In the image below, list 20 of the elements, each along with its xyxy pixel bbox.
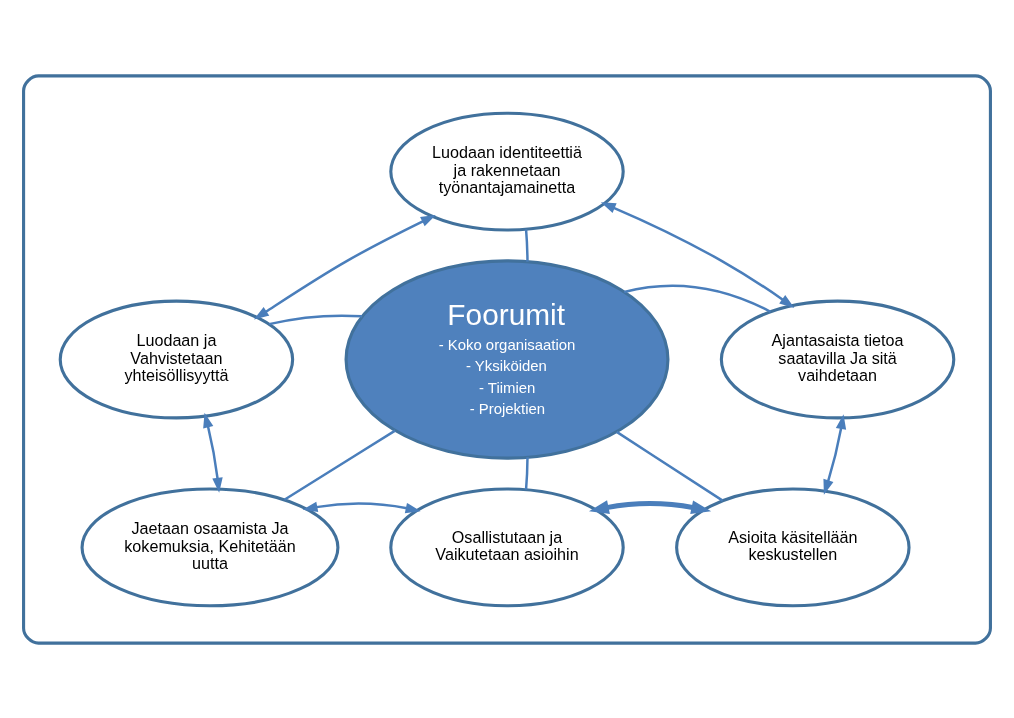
node-ellipse: Osallistutaan ja Vaikutetaan asioihin xyxy=(389,486,625,607)
cluster xyxy=(22,73,992,645)
connector xyxy=(283,429,396,501)
arrow xyxy=(588,499,712,514)
arrow xyxy=(823,413,847,495)
arrow xyxy=(600,201,795,308)
node-ellipse: Ajantasaista tietoa saatavilla Ja sitä vaihdetaan xyxy=(719,299,956,419)
connector xyxy=(623,284,772,313)
connector xyxy=(268,313,363,325)
connector xyxy=(524,228,529,262)
arrow xyxy=(302,501,421,513)
node-ellipse: Luodaan identiteettiä ja rakennetaan työnantajamainetta xyxy=(389,111,625,232)
connector xyxy=(616,430,724,502)
node-ellipse: Asioita käsitellään keskustellen xyxy=(675,486,911,607)
arrow xyxy=(203,412,223,493)
arrow xyxy=(253,214,436,319)
node-ellipse: Jaetaan osaamista Ja kokemuksia, Kehitetään uutta xyxy=(80,486,340,607)
connector xyxy=(524,456,529,490)
node-ellipse: Luodaan ja Vahvistetaan yhteisöllisyyttä xyxy=(58,299,295,419)
node-ellipse: Foorumit - Koko organisaation - Yksiköiden - Tiimien - Projektien xyxy=(344,258,670,460)
